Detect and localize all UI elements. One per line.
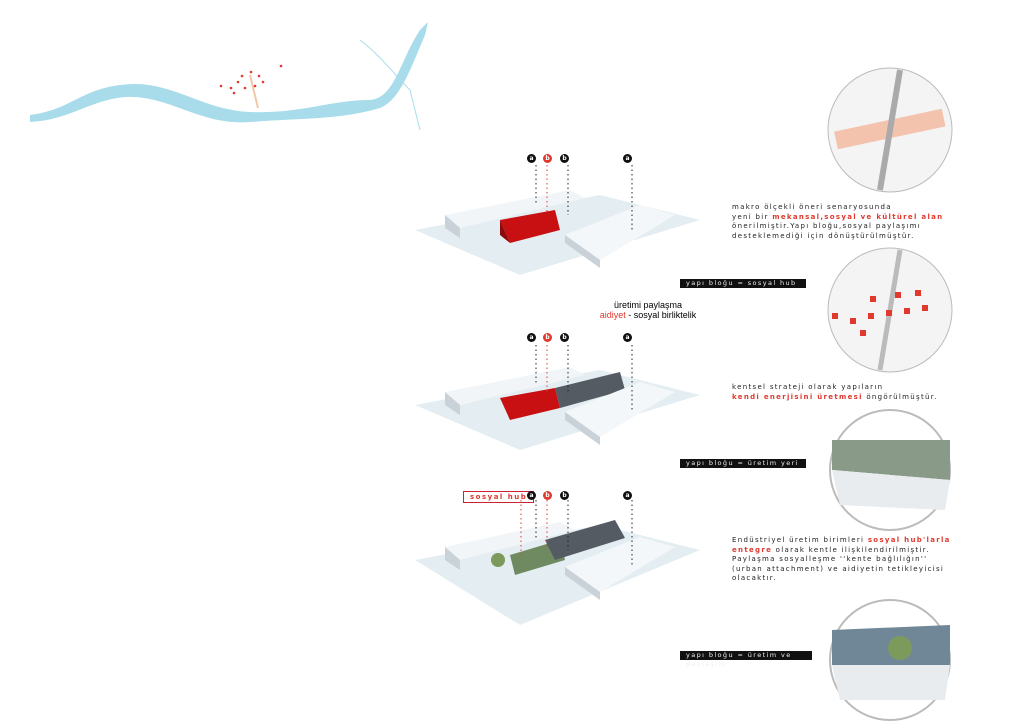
river-map	[30, 22, 428, 131]
label-a: a	[623, 154, 632, 163]
step3-description: Endüstriyel üretim birimleri sosyal hub'…	[732, 536, 951, 582]
axon-diagram-2	[415, 367, 700, 450]
center-caption: üretimi paylaşma aidiyet - sosyal birlik…	[599, 300, 697, 320]
axon-diagram-3	[415, 520, 700, 625]
sosyal-hub-label: sosyal hub	[463, 491, 535, 503]
label-a: a	[527, 491, 536, 500]
map-circle-1	[827, 67, 953, 193]
step1-description: makro ölçekli öneri senaryosunda yeni bi…	[732, 203, 944, 240]
step3-bar-label: yapı bloğu = üretim ve paylaşım	[680, 651, 812, 668]
step2-description: kentsel strateji olarak yapıların kendi …	[732, 383, 938, 401]
step1-bar-label: yapı bloğu = sosyal hub	[680, 279, 806, 288]
label-a: a	[623, 491, 632, 500]
label-a: a	[527, 154, 536, 163]
step2-bar-label: yapı bloğu = üretim yeri	[680, 459, 806, 468]
label-a: a	[527, 333, 536, 342]
label-b: b	[560, 333, 569, 342]
leader-lines	[520, 165, 633, 565]
label-b-red: b	[543, 491, 552, 500]
axon-diagram-1	[415, 190, 700, 275]
label-b-red: b	[543, 154, 552, 163]
map-circle-2	[827, 247, 953, 373]
label-b: b	[560, 491, 569, 500]
label-b-red: b	[543, 333, 552, 342]
render-circle-1	[829, 409, 951, 531]
render-circle-2	[829, 599, 951, 721]
label-a: a	[623, 333, 632, 342]
label-b: b	[560, 154, 569, 163]
